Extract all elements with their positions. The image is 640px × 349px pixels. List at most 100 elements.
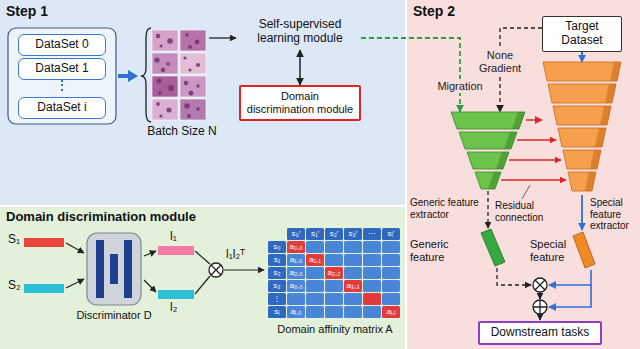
matrix-cell-label: a₂,₂: [325, 267, 343, 279]
affinity-matrix: [325, 280, 343, 292]
annotation-slot: l₂: [170, 301, 186, 315]
affinity-matrix: [363, 280, 381, 292]
matrix-cell-slot: sᵢ′: [382, 228, 400, 240]
histology-tile: [154, 33, 200, 118]
annotation: l₁l₂ᵀ: [226, 248, 260, 262]
matrix-cell-slot: s₀′: [287, 228, 305, 240]
extractor-network: [605, 84, 616, 103]
extractor-network: [488, 172, 501, 189]
dataset-box: Target Dataset: [542, 16, 622, 52]
matrix-cell-slot: a₁,₀: [287, 254, 305, 266]
residual-arrow: [509, 159, 561, 161]
histology-tile: [188, 45, 192, 49]
matrix-cell-label: s₂: [268, 267, 286, 279]
matrix-cell-label: sᵢ′: [382, 228, 400, 240]
affinity-matrix: [344, 267, 362, 279]
annotation: Domain affinity matrix A: [268, 323, 402, 336]
histology-tile: [184, 81, 188, 85]
residual-arrow: [501, 179, 566, 181]
extractor-network: [467, 152, 509, 169]
affinity-matrix: [268, 280, 286, 292]
matrix-cell-slot: s₂′: [325, 228, 343, 240]
box-label: Domain discrimination module: [246, 90, 354, 115]
affinity-matrix: [287, 280, 305, 292]
matrix-cell-label: s₂′: [325, 228, 343, 240]
annotation: Batch Size N: [143, 125, 221, 139]
module-label: Self-supervised learning module: [239, 14, 361, 50]
matrix-cell-slot: s₁: [268, 254, 286, 266]
flow-arrow: [128, 70, 138, 82]
affinity-matrix: [287, 228, 305, 240]
feature-flow: [539, 314, 540, 320]
annotation: Residual connection: [495, 200, 551, 223]
caption-slot: Generic feature extractor: [410, 197, 482, 220]
feature-flow: [581, 195, 583, 230]
annotation-slot: S₁: [8, 233, 24, 247]
affinity-matrix: [306, 228, 324, 240]
histology-tile: [156, 34, 160, 38]
histology-tile: [183, 56, 186, 59]
panel-background: [0, 207, 405, 349]
affinity-matrix: [287, 254, 305, 266]
annotation: l₂: [170, 301, 186, 315]
histology-tile: [196, 84, 199, 87]
affinity-matrix: [268, 293, 286, 305]
matrix-cell-label: a₁,₀: [287, 254, 305, 266]
annotation-slot: Batch Size N: [143, 125, 221, 139]
affinity-matrix: [363, 293, 381, 305]
dataset-box: DataSet 1: [18, 58, 106, 80]
affinity-matrix: [306, 254, 324, 266]
feature-vector: [158, 246, 194, 255]
annotation-slot: Generic feature: [410, 238, 465, 263]
affinity-matrix: [306, 306, 324, 318]
panel-title: Step 1: [6, 3, 405, 19]
histology-tile: [156, 102, 160, 106]
dataset-group-outline: [8, 28, 116, 124]
annotation: S₂: [8, 279, 24, 293]
matrix-cell-slot: aᵢ,₀: [287, 306, 305, 318]
annotation-slot: l₁l₂ᵀ: [226, 248, 260, 262]
extractor-network: [568, 172, 596, 191]
box-label: Self-supervised learning module: [244, 18, 356, 46]
affinity-matrix: [306, 241, 324, 253]
panel-title: Step 2: [413, 3, 640, 19]
annotation-slot: l₁: [170, 230, 186, 244]
dataset-group-outline: [8, 28, 116, 124]
caption-slot: Special feature extractor: [590, 197, 636, 232]
panel-title: Domain discrimination module: [6, 210, 405, 225]
matrix-cell-slot: a₁,₁: [306, 254, 324, 266]
affinity-matrix: [344, 280, 362, 292]
histology-tile: [196, 63, 200, 67]
edge-label-patch: None Gradient: [474, 48, 526, 75]
multiply-operator: [533, 278, 547, 292]
discriminator-network: [124, 240, 132, 298]
module-box: Domain discrimination module: [239, 85, 361, 121]
annotation-slot: ⋮: [53, 79, 71, 93]
connector-arrow: [581, 52, 583, 62]
affinity-matrix: [306, 267, 324, 279]
histology-tile: [152, 30, 206, 120]
batch-brace: [141, 28, 151, 122]
histology-tile: [159, 44, 162, 47]
affinity-matrix: [325, 267, 343, 279]
flow-arrow: [144, 251, 156, 256]
histology-tile: [180, 76, 206, 97]
add-operator: [533, 300, 547, 314]
matrix-cell-label: a₀,₀: [287, 241, 305, 253]
matrix-cell-slot: a₀,₀: [287, 241, 305, 253]
histology-tile: [152, 99, 178, 120]
feature-vector: [158, 290, 194, 299]
matrix-cell-slot: aᵢ,ᵢ: [382, 306, 400, 318]
connector-arrow: [299, 50, 301, 85]
matrix-cell-label: s₃′: [344, 228, 362, 240]
matrix-cell-slot: s₀: [268, 241, 286, 253]
discriminator-network: [87, 233, 141, 305]
affinity-matrix: [268, 267, 286, 279]
affinity-matrix: [382, 228, 400, 240]
edge-label: None Gradient: [476, 49, 524, 74]
extractor-network: [542, 62, 622, 194]
multiply-operator: [209, 263, 223, 277]
extractor-network: [475, 172, 501, 189]
